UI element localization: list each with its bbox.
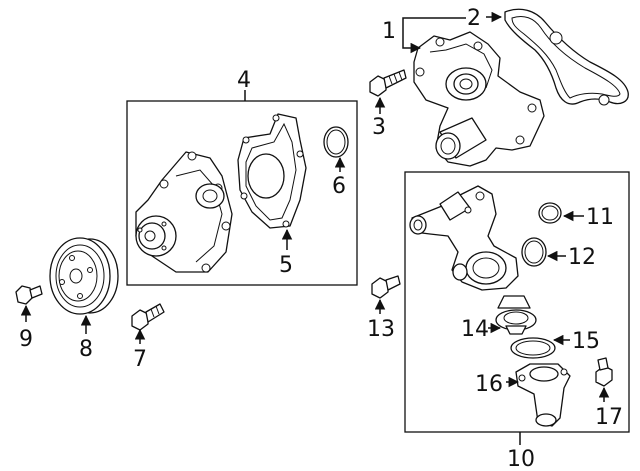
callout-8: 8 [79, 337, 93, 362]
leader-1-to-2-bracket [402, 17, 466, 30]
callout-11: 11 [586, 205, 614, 230]
callout-6: 6 [332, 174, 346, 199]
o-ring-12 [521, 237, 547, 267]
pulley [49, 237, 119, 315]
water-outlet-housing [413, 31, 545, 167]
callout-5: 5 [279, 253, 293, 278]
thermostat-housing [409, 185, 519, 291]
o-ring-15 [510, 337, 556, 359]
thermostat-cover [515, 363, 571, 427]
water-pump-gasket [237, 113, 307, 229]
callout-14: 14 [461, 317, 489, 342]
callout-1: 1 [382, 19, 396, 44]
housing-gasket [504, 8, 629, 106]
callout-15: 15 [572, 329, 600, 354]
callout-13: 13 [367, 317, 395, 342]
callout-17: 17 [595, 405, 623, 430]
callout-4: 4 [237, 68, 251, 93]
callout-7: 7 [133, 347, 147, 372]
leader-1 [402, 30, 422, 54]
water-pump-kit-box [126, 100, 358, 286]
callout-9: 9 [19, 327, 33, 352]
bolt-9 [15, 285, 43, 305]
bolt-7 [131, 303, 165, 331]
water-pump [135, 151, 233, 273]
callout-16: 16 [475, 372, 503, 397]
bolt-3 [369, 69, 407, 97]
thermostat [495, 295, 537, 335]
thermostat-housing-kit-box [404, 171, 630, 433]
bolt-17 [595, 357, 613, 387]
callout-3: 3 [372, 115, 386, 140]
bolt-13 [371, 275, 401, 299]
callout-10: 10 [507, 447, 535, 471]
o-ring-6 [323, 126, 349, 158]
callout-2: 2 [467, 6, 481, 31]
callout-12: 12 [568, 245, 596, 270]
o-ring-11 [538, 202, 562, 224]
